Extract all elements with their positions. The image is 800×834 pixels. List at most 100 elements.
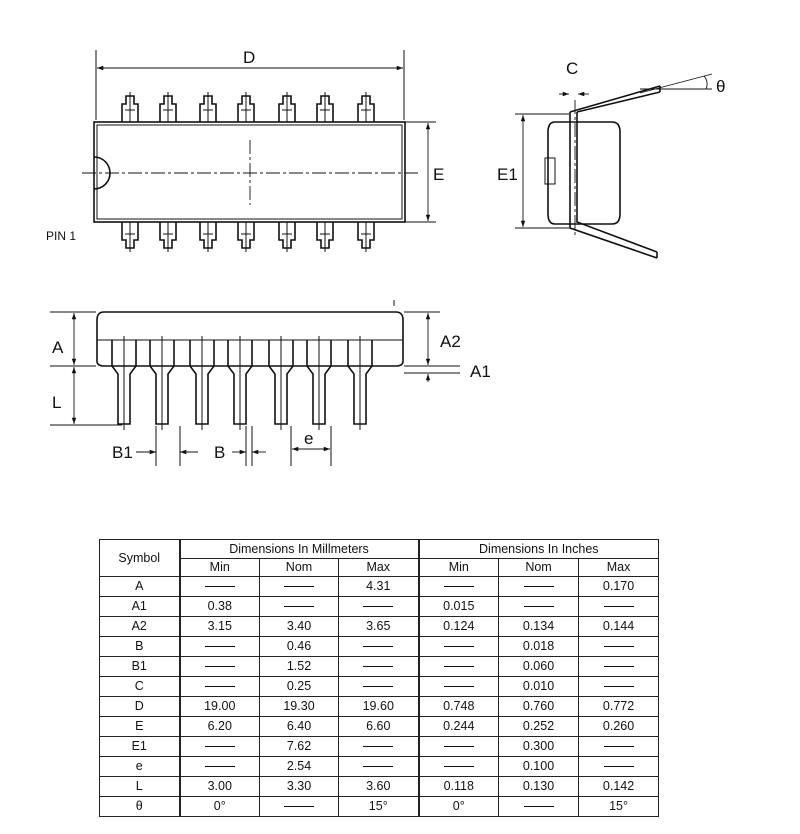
header-max-in: Max — [578, 558, 660, 577]
table-cell: 3.30 — [259, 776, 339, 797]
table-cell — [179, 756, 260, 777]
row-symbol: A2 — [99, 616, 181, 637]
table-cell: 0.010 — [498, 676, 580, 697]
table-cell: 0.46 — [259, 636, 339, 657]
table-cell — [417, 656, 500, 677]
table-cell — [417, 576, 500, 597]
table-cell: 7.62 — [259, 736, 339, 757]
pin — [278, 92, 296, 122]
table-cell — [417, 636, 500, 657]
table-cell — [259, 576, 339, 597]
table-cell — [498, 576, 580, 597]
dash-mark — [363, 606, 394, 608]
dash-mark — [204, 586, 235, 588]
pin — [199, 222, 217, 252]
table-cell: 0° — [179, 796, 260, 817]
row-symbol: θ — [99, 796, 181, 817]
table-cell: 6.40 — [259, 716, 339, 737]
table-cell — [578, 636, 660, 657]
row-symbol: B1 — [99, 656, 181, 677]
lead — [111, 336, 137, 430]
label-e: E — [433, 165, 444, 184]
side-leads — [111, 336, 373, 430]
dash-mark — [523, 586, 554, 588]
table-cell: 15° — [578, 796, 660, 817]
table-cell: 1.52 — [259, 656, 339, 677]
table-cell: 0.130 — [498, 776, 580, 797]
dash-mark — [363, 746, 394, 748]
table-cell — [337, 676, 420, 697]
row-symbol: E1 — [99, 736, 181, 757]
dash-mark — [523, 806, 554, 808]
table-cell: 6.60 — [337, 716, 420, 737]
dash-mark — [363, 766, 394, 768]
dash-mark — [603, 746, 634, 748]
header-nom-in: Nom — [498, 558, 580, 577]
table-cell — [337, 656, 420, 677]
dash-mark — [204, 666, 235, 668]
dash-mark — [603, 766, 634, 768]
table-cell — [417, 676, 500, 697]
table-cell: 0.252 — [498, 716, 580, 737]
table-cell: 0.134 — [498, 616, 580, 637]
dash-mark — [443, 646, 474, 648]
table-cell — [259, 796, 339, 817]
dash-mark — [204, 766, 235, 768]
dash-mark — [603, 606, 634, 608]
dash-mark — [204, 746, 235, 748]
dash-mark — [363, 646, 394, 648]
table-cell — [578, 736, 660, 757]
table-cell: 0.124 — [417, 616, 500, 637]
label-l: L — [52, 393, 61, 412]
pin — [316, 92, 334, 122]
table-cell — [179, 656, 260, 677]
lead — [149, 336, 175, 430]
pin — [237, 92, 255, 122]
table-cell: 0.772 — [578, 696, 660, 717]
table-cell: 19.00 — [179, 696, 260, 717]
pin — [237, 222, 255, 252]
header-symbol: Symbol — [99, 539, 181, 577]
table-cell — [417, 736, 500, 757]
table-cell: 3.60 — [337, 776, 420, 797]
table-cell: 3.65 — [337, 616, 420, 637]
table-cell — [179, 736, 260, 757]
table-cell: 19.60 — [337, 696, 420, 717]
package-body-side — [96, 311, 404, 367]
table-cell — [578, 676, 660, 697]
dash-mark — [443, 586, 474, 588]
table-cell: 0.060 — [498, 656, 580, 677]
end-view: θ C E1 — [497, 59, 725, 259]
header-group-inches: Dimensions In Inches — [417, 539, 660, 559]
pin — [278, 222, 296, 252]
table-cell: 19.30 — [259, 696, 339, 717]
label-pitch: e — [304, 429, 313, 448]
table-cell — [578, 596, 660, 617]
table-cell — [179, 676, 260, 697]
table-cell: 0.25 — [259, 676, 339, 697]
table-row: B1 1.52 0.060 — [99, 656, 660, 677]
label-d: D — [243, 48, 255, 67]
pin — [199, 92, 217, 122]
header-min-in: Min — [417, 558, 500, 577]
dash-mark — [523, 606, 554, 608]
dash-mark — [603, 666, 634, 668]
lead — [189, 336, 215, 430]
dash-mark — [284, 586, 314, 588]
table-cell: 0.170 — [578, 576, 660, 597]
dash-mark — [363, 686, 394, 688]
table-cell — [498, 596, 580, 617]
top-view: D E PIN 1 — [46, 48, 444, 252]
table-cell: 0.760 — [498, 696, 580, 717]
header-nom-mm: Nom — [259, 558, 339, 577]
dash-mark — [204, 646, 235, 648]
